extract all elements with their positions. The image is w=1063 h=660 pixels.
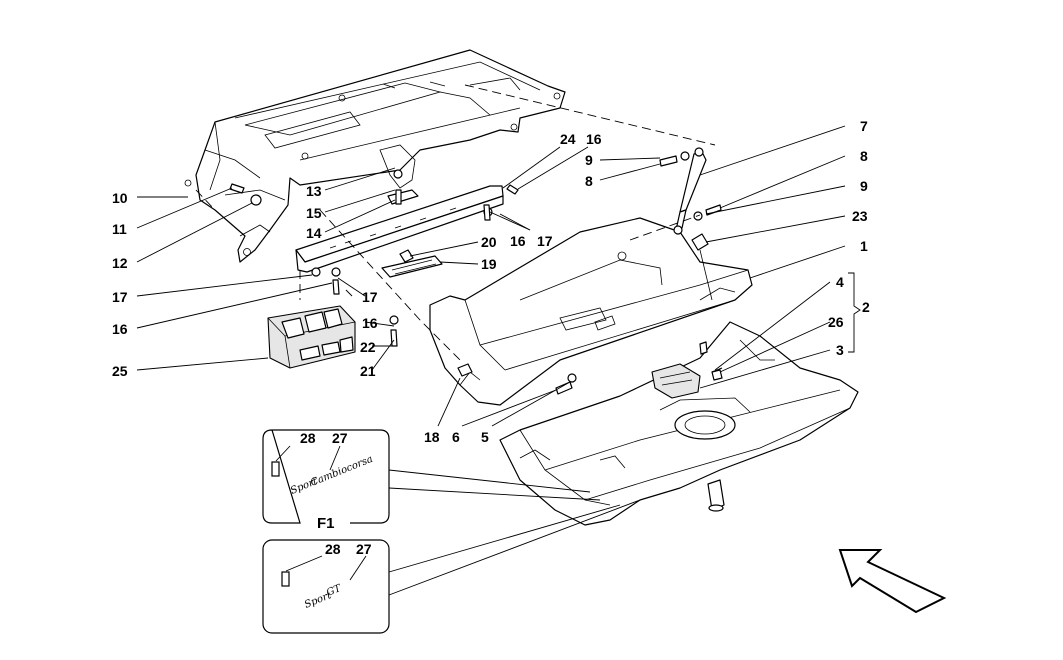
callout-4: 4 — [836, 274, 844, 290]
callout-19: 19 — [481, 256, 497, 272]
courtesy-lamp — [381, 249, 443, 278]
bump-stop — [691, 233, 713, 301]
inset-f1-title: F1 — [317, 515, 335, 532]
callout-2: 2 — [862, 299, 870, 315]
inset-f1: Sport Cambiocorsa 28 27 F1 — [262, 429, 390, 532]
callout-6: 6 — [452, 429, 460, 445]
emblem-badge-icon — [281, 571, 290, 587]
callout-5: 5 — [481, 429, 489, 445]
inset-2-label-28: 28 — [325, 541, 341, 557]
callout-3: 3 — [836, 342, 844, 358]
glove-box-bin — [429, 217, 753, 406]
assembly-lines — [195, 84, 716, 361]
callout-1: 1 — [860, 238, 868, 254]
callout-12: 12 — [112, 255, 128, 271]
lock-module — [267, 305, 356, 369]
mounting-rail — [295, 185, 504, 273]
callout-13: 13 — [306, 183, 322, 199]
callout-10: 10 — [112, 190, 128, 206]
callout-16: 16 — [362, 315, 378, 331]
inset-second-variant: Sport GT 28 27 — [262, 539, 390, 634]
group-bracket — [848, 272, 861, 353]
callout-16: 16 — [112, 321, 128, 337]
glove-box-lid — [499, 321, 859, 526]
emblem-badge-icon — [271, 461, 280, 477]
gas-strut — [673, 147, 707, 235]
fasteners — [229, 151, 723, 395]
upper-housing — [184, 49, 566, 263]
lid-latch — [651, 363, 723, 399]
inset-f1-label-28: 28 — [300, 430, 316, 446]
callout-17: 17 — [112, 289, 128, 305]
view-direction-arrow-icon — [838, 549, 947, 614]
callout-17: 17 — [537, 233, 553, 249]
callout-16: 16 — [510, 233, 526, 249]
callout-16: 16 — [586, 131, 602, 147]
callout-labels: 10 11 12 17 16 25 13 15 14 17 16 22 21 2… — [112, 118, 870, 445]
callout-20: 20 — [481, 234, 497, 250]
callout-15: 15 — [306, 205, 322, 221]
callout-8: 8 — [860, 148, 868, 164]
callout-9: 9 — [585, 152, 593, 168]
callout-9: 9 — [860, 178, 868, 194]
callout-14: 14 — [306, 225, 322, 241]
callout-25: 25 — [112, 363, 128, 379]
callout-17: 17 — [362, 289, 378, 305]
callout-21: 21 — [360, 363, 376, 379]
callout-7: 7 — [860, 118, 868, 134]
callout-18: 18 — [424, 429, 440, 445]
inset-f1-label-27: 27 — [332, 430, 348, 446]
callout-11: 11 — [112, 221, 127, 237]
callout-26: 26 — [828, 314, 844, 330]
callout-22: 22 — [360, 339, 376, 355]
rubber-bumper — [707, 479, 725, 512]
callout-24: 24 — [560, 131, 576, 147]
callout-23: 23 — [852, 208, 868, 224]
leader-lines — [136, 125, 846, 596]
callout-8: 8 — [585, 173, 593, 189]
inset-2-label-27: 27 — [356, 541, 372, 557]
